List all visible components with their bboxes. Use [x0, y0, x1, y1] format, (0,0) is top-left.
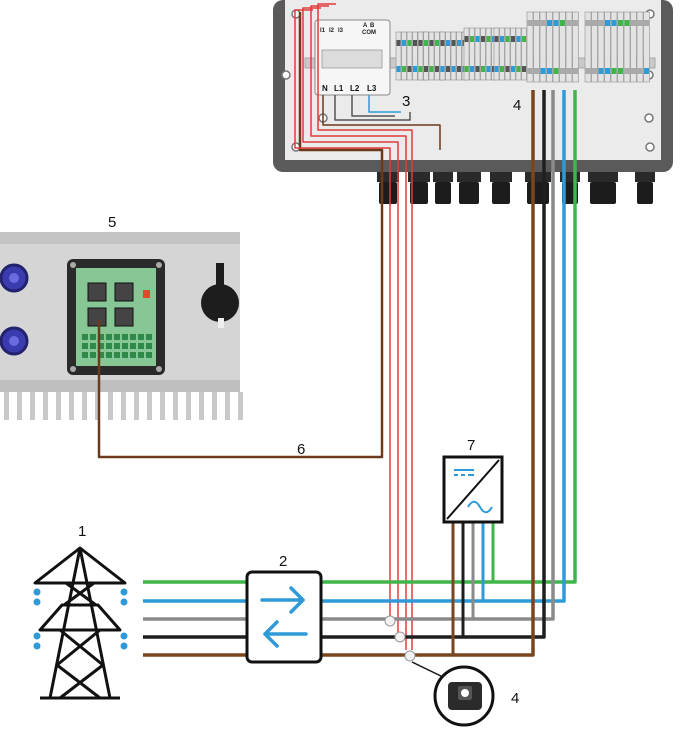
inverter [0, 232, 243, 420]
meter-top-label-i1: I1 [320, 28, 326, 34]
meter-top-label-com: COM [362, 30, 376, 36]
ct-clamp-3 [404, 650, 416, 662]
callout-inverter: 5 [108, 214, 116, 231]
arrow-right-icon [260, 586, 305, 614]
pylon-insulators [33, 588, 128, 650]
cable-glands [377, 172, 655, 204]
terminal-blocks [395, 11, 650, 83]
callout-energy-meter: 3 [402, 93, 410, 110]
meter-top-label-a: A [363, 23, 368, 29]
callout-pylon: 1 [78, 523, 86, 540]
ct-clamp-1 [384, 615, 396, 627]
ct-wire-1 [294, 9, 391, 620]
energy-meter: I1 I2 I3 A B COM N L1 L2 L3 [314, 19, 391, 96]
ct-clamp-2 [394, 631, 406, 643]
callout-ct-terminals: 4 [513, 97, 521, 114]
callout-communication-cable: 6 [297, 441, 305, 458]
meter-top-label-i2: I2 [329, 28, 335, 34]
ct-clamps-on-lines [384, 615, 416, 662]
ac-connector [201, 284, 239, 322]
meter-bottom-label-n: N [322, 84, 328, 93]
meter-bottom-label-l3: L3 [367, 84, 377, 93]
ct-wire-4 [317, 3, 413, 650]
meter-bottom-label-l2: L2 [350, 84, 360, 93]
callout-bidirectional-meter: 2 [279, 553, 287, 570]
callout-dc-ac-converter: 7 [467, 437, 475, 454]
callout-ct-clamp: 4 [511, 690, 519, 707]
meter-top-label-b: B [370, 23, 375, 29]
meter-bottom-label-l1: L1 [334, 84, 344, 93]
bidirectional-meter [245, 570, 323, 664]
ct-wire-2 [302, 7, 399, 635]
communication-cable [97, 12, 384, 459]
ac-symbol-icon [467, 500, 493, 514]
pylon [33, 546, 127, 700]
dc-ac-converter [442, 455, 504, 524]
dc-symbol-icon [454, 469, 474, 476]
arrow-left-icon [263, 620, 308, 648]
meter-top-label-i3: I3 [338, 28, 344, 34]
ct-wire-3 [310, 5, 407, 650]
ct-clamp-detail [411, 661, 495, 727]
